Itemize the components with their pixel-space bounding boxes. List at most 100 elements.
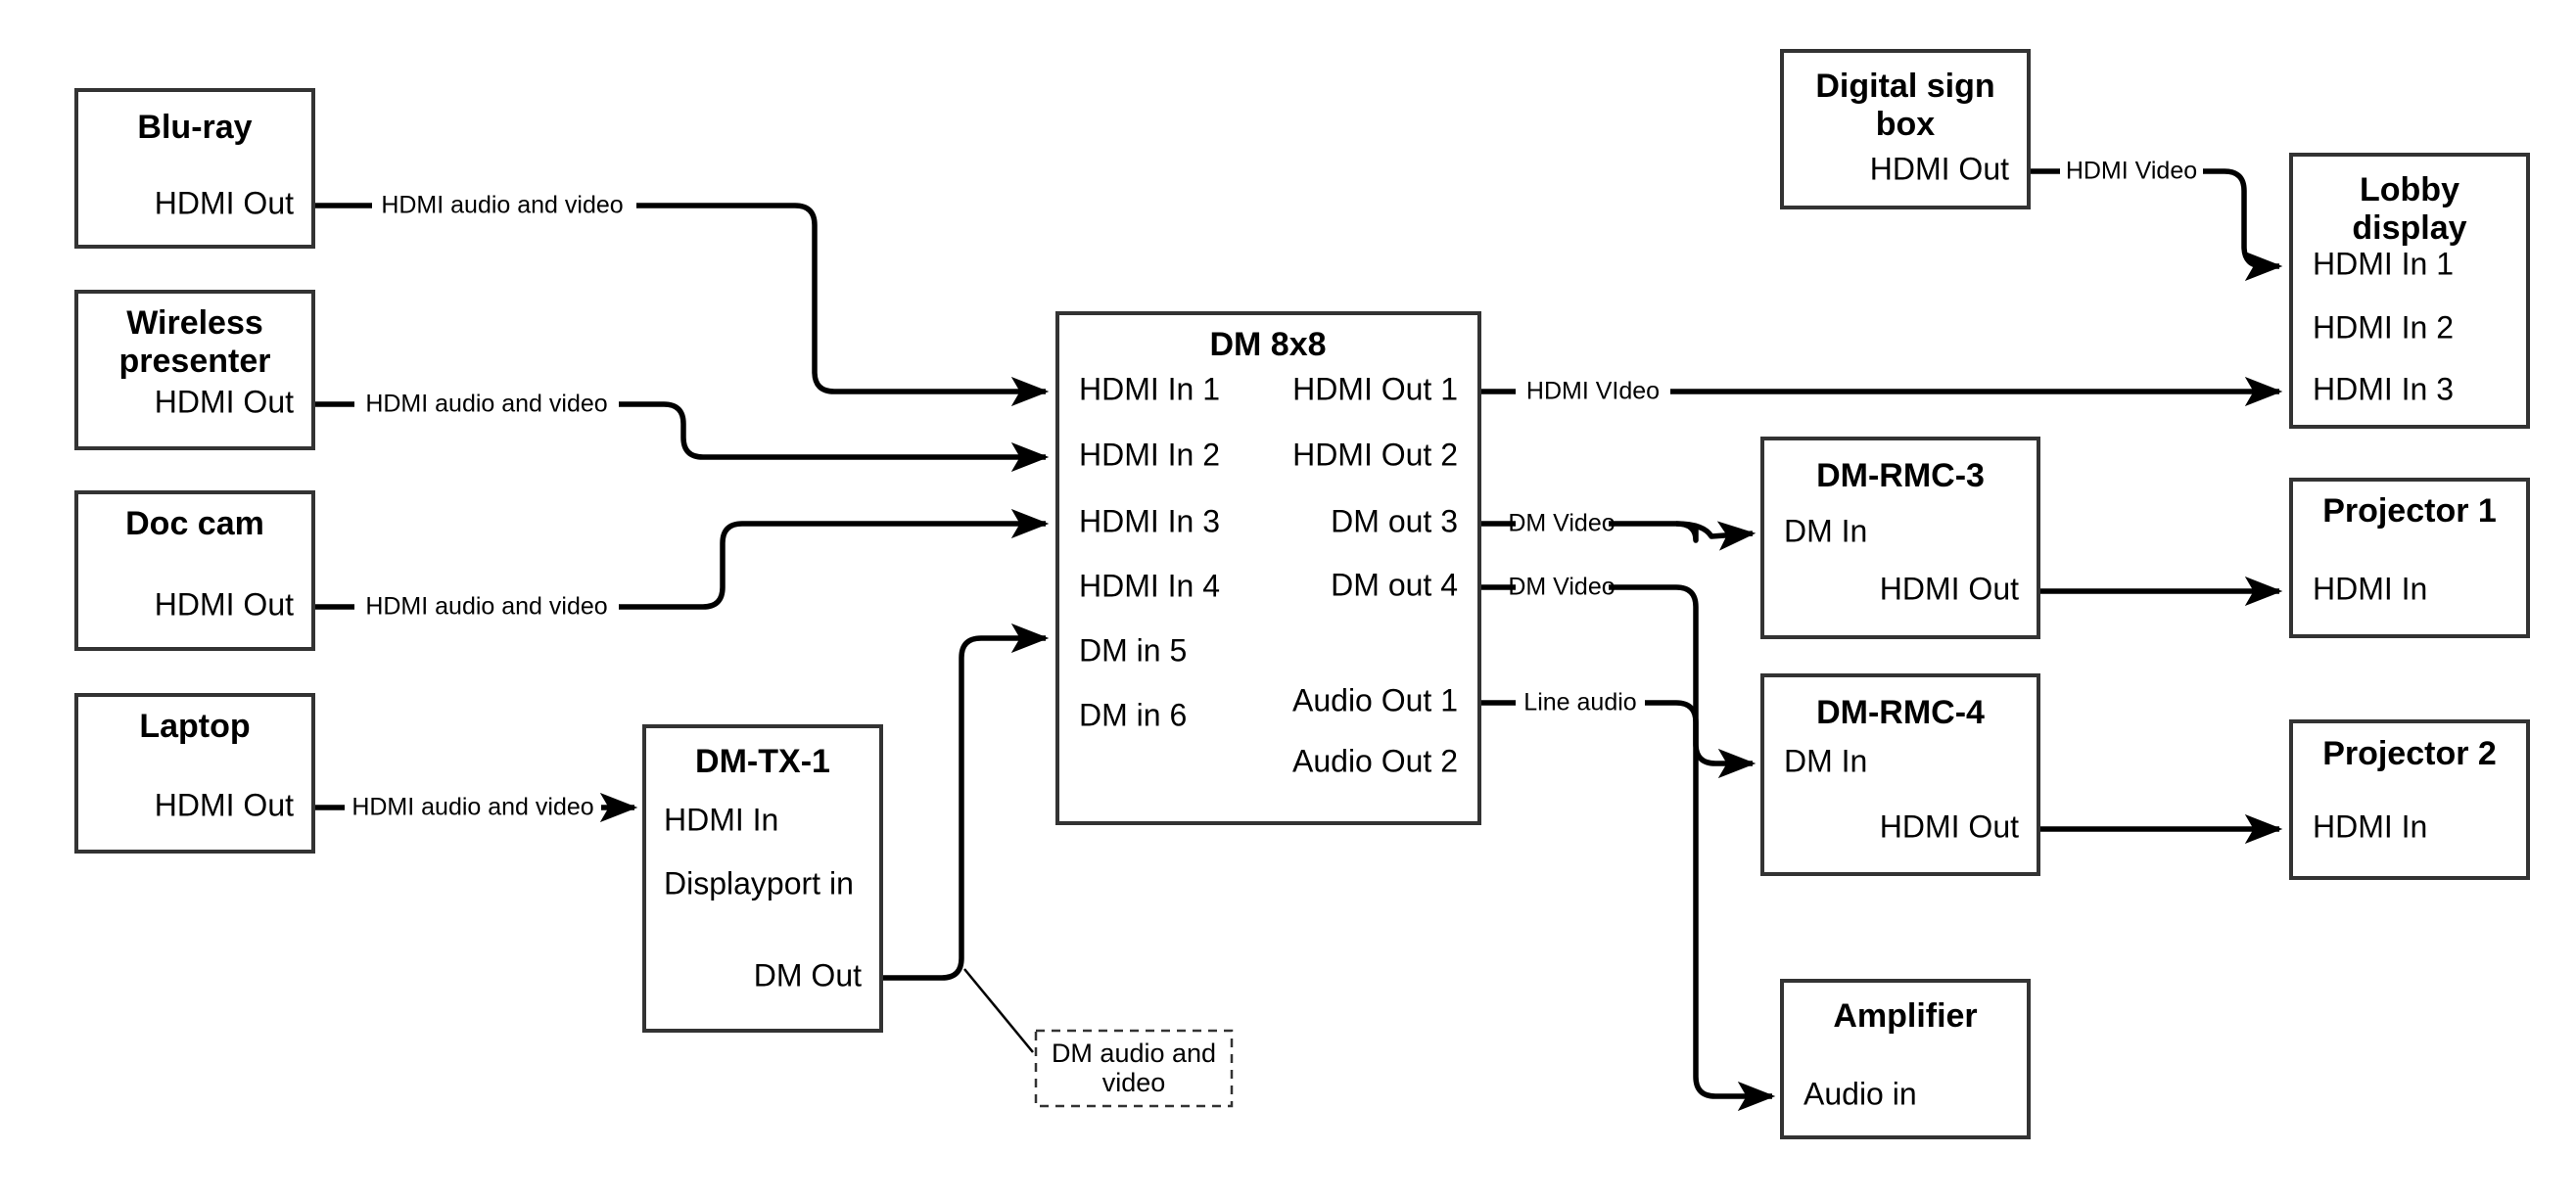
edge-label-hdmi-video-out1: HDMI VIdeo — [1526, 378, 1660, 405]
node-box — [2289, 478, 2530, 638]
node-title-line2: presenter — [119, 343, 271, 380]
node-title: Laptop — [139, 708, 250, 745]
port-audio-out-1: Audio Out 1 — [1292, 682, 1458, 717]
node-title: Doc cam — [125, 505, 264, 542]
node-lobby-display[interactable]: Lobby display HDMI In 1 HDMI In 2 HDMI I… — [2289, 153, 2530, 429]
node-title: DM-RMC-3 — [1816, 457, 1985, 494]
node-title: Projector 1 — [2322, 492, 2497, 530]
node-box — [74, 88, 315, 249]
edge-path — [881, 623, 1050, 981]
node-dm-rmc-3[interactable]: DM-RMC-3 DM In HDMI Out — [1760, 437, 2040, 639]
edge-label-line-audio: Line audio — [1523, 689, 1636, 716]
port-displayport-in: Displayport in — [664, 865, 854, 901]
node-title-line2: box — [1876, 106, 1936, 143]
node-title: DM-TX-1 — [695, 743, 830, 780]
port-hdmi-out-2: HDMI Out 2 — [1292, 437, 1458, 472]
port-dm-out: DM Out — [754, 957, 862, 993]
node-projector-1[interactable]: Projector 1 HDMI In — [2289, 478, 2530, 638]
leader-path — [963, 968, 1034, 1053]
note-dm-audio-and-video: DM audio and video — [1034, 1029, 1234, 1108]
port-dm-in-6: DM in 6 — [1079, 697, 1187, 732]
edge-dm-out4-to-rmc4: DM Video — [1481, 574, 1753, 763]
edge-dm-out3-to-rmc3: DM Video — [1481, 510, 1756, 551]
note-text-line2: video — [1102, 1068, 1166, 1097]
node-doc-cam[interactable]: Doc cam HDMI Out — [74, 490, 315, 651]
node-dm-rmc-4[interactable]: DM-RMC-4 DM In HDMI Out — [1760, 673, 2040, 876]
node-title: DM 8x8 — [1209, 326, 1326, 363]
node-amplifier[interactable]: Amplifier Audio in — [1780, 979, 2031, 1139]
edge-laptop-to-dmtx1: HDMI audio and video — [313, 794, 634, 821]
node-dm-tx-1[interactable]: DM-TX-1 HDMI In Displayport in DM Out — [642, 724, 883, 1033]
node-box — [1760, 673, 2040, 876]
node-title-line1: Wireless — [126, 304, 263, 342]
edge-label-hdmi-video-sign: HDMI Video — [2066, 158, 2197, 185]
node-box — [74, 693, 315, 854]
port-hdmi-out: HDMI Out — [155, 586, 294, 622]
edge-path — [1481, 584, 1753, 763]
edge-path — [1481, 700, 1772, 1096]
node-digital-sign-box[interactable]: Digital sign box HDMI Out — [1780, 49, 2031, 209]
edge-label-dm-video-4: DM Video — [1508, 574, 1615, 601]
port-hdmi-in: HDMI In — [2313, 571, 2427, 606]
note-text-line1: DM audio and — [1052, 1039, 1216, 1068]
edge-path-arrow — [1675, 521, 1756, 551]
edge-dm-out1-to-lobby-in3: HDMI VIdeo — [1481, 378, 2279, 405]
node-title-line1: Digital sign — [1815, 68, 1994, 105]
port-hdmi-out: HDMI Out — [1880, 808, 2019, 844]
edge-label-laptop: HDMI audio and video — [351, 794, 593, 821]
port-hdmi-in-3: HDMI In 3 — [2313, 371, 2454, 406]
edge-label-dm-video-3: DM Video — [1508, 510, 1615, 537]
node-box — [74, 290, 315, 450]
port-dm-in: DM In — [1784, 743, 1867, 778]
port-hdmi-in-3: HDMI In 3 — [1079, 503, 1220, 538]
port-hdmi-in: HDMI In — [664, 802, 778, 837]
node-box — [2289, 719, 2530, 880]
node-laptop[interactable]: Laptop HDMI Out — [74, 693, 315, 854]
edge-bluray-to-dm-in1: HDMI audio and video — [313, 192, 1046, 392]
node-title: Projector 2 — [2322, 735, 2497, 772]
node-box — [1760, 437, 2040, 639]
edge-path — [313, 401, 1046, 457]
node-projector-2[interactable]: Projector 2 HDMI In — [2289, 719, 2530, 880]
port-hdmi-in-1: HDMI In 1 — [1079, 371, 1220, 406]
port-dm-out-4: DM out 4 — [1331, 567, 1458, 602]
node-title-line1: Lobby — [2360, 171, 2459, 208]
port-hdmi-in-2: HDMI In 2 — [2313, 309, 2454, 345]
port-hdmi-out: HDMI Out — [1870, 151, 2009, 186]
node-box — [1780, 979, 2031, 1139]
node-title-line2: display — [2352, 209, 2466, 247]
node-blu-ray[interactable]: Blu-ray HDMI Out — [74, 88, 315, 249]
port-dm-in: DM In — [1784, 513, 1867, 548]
edge-signbox-to-lobby-in1: HDMI Video — [2029, 158, 2279, 266]
port-dm-in-5: DM in 5 — [1079, 632, 1187, 668]
port-hdmi-out: HDMI Out — [155, 384, 294, 419]
node-wireless-presenter[interactable]: Wireless presenter HDMI Out — [74, 290, 315, 450]
note-box — [1034, 1029, 1234, 1108]
port-audio-in: Audio in — [1803, 1076, 1917, 1111]
edge-dmtx1-to-dm-in5 — [881, 623, 1050, 981]
node-title: Amplifier — [1833, 997, 1977, 1035]
port-hdmi-in-1: HDMI In 1 — [2313, 246, 2454, 281]
node-dm-8x8[interactable]: DM 8x8 HDMI In 1 HDMI In 2 HDMI In 3 HDM… — [1055, 311, 1481, 825]
port-hdmi-out-1: HDMI Out 1 — [1292, 371, 1458, 406]
node-box — [1055, 311, 1481, 825]
port-hdmi-out: HDMI Out — [1880, 571, 2019, 606]
node-box — [1780, 49, 2031, 209]
node-box — [74, 490, 315, 651]
edge-path — [313, 203, 1046, 392]
edge-path — [313, 524, 1046, 610]
node-title: Blu-ray — [137, 109, 252, 146]
node-title: DM-RMC-4 — [1816, 694, 1985, 731]
edge-label-wireless: HDMI audio and video — [365, 391, 607, 418]
port-hdmi-in-2: HDMI In 2 — [1079, 437, 1220, 472]
port-hdmi-out: HDMI Out — [155, 185, 294, 220]
edge-label-doccam: HDMI audio and video — [365, 593, 607, 621]
note-leader-line — [963, 968, 1034, 1053]
edge-label-bluray: HDMI audio and video — [381, 192, 623, 219]
edge-wireless-to-dm-in2: HDMI audio and video — [313, 391, 1046, 457]
port-hdmi-out: HDMI Out — [155, 787, 294, 822]
edge-path — [2029, 168, 2279, 266]
node-box — [642, 724, 883, 1033]
